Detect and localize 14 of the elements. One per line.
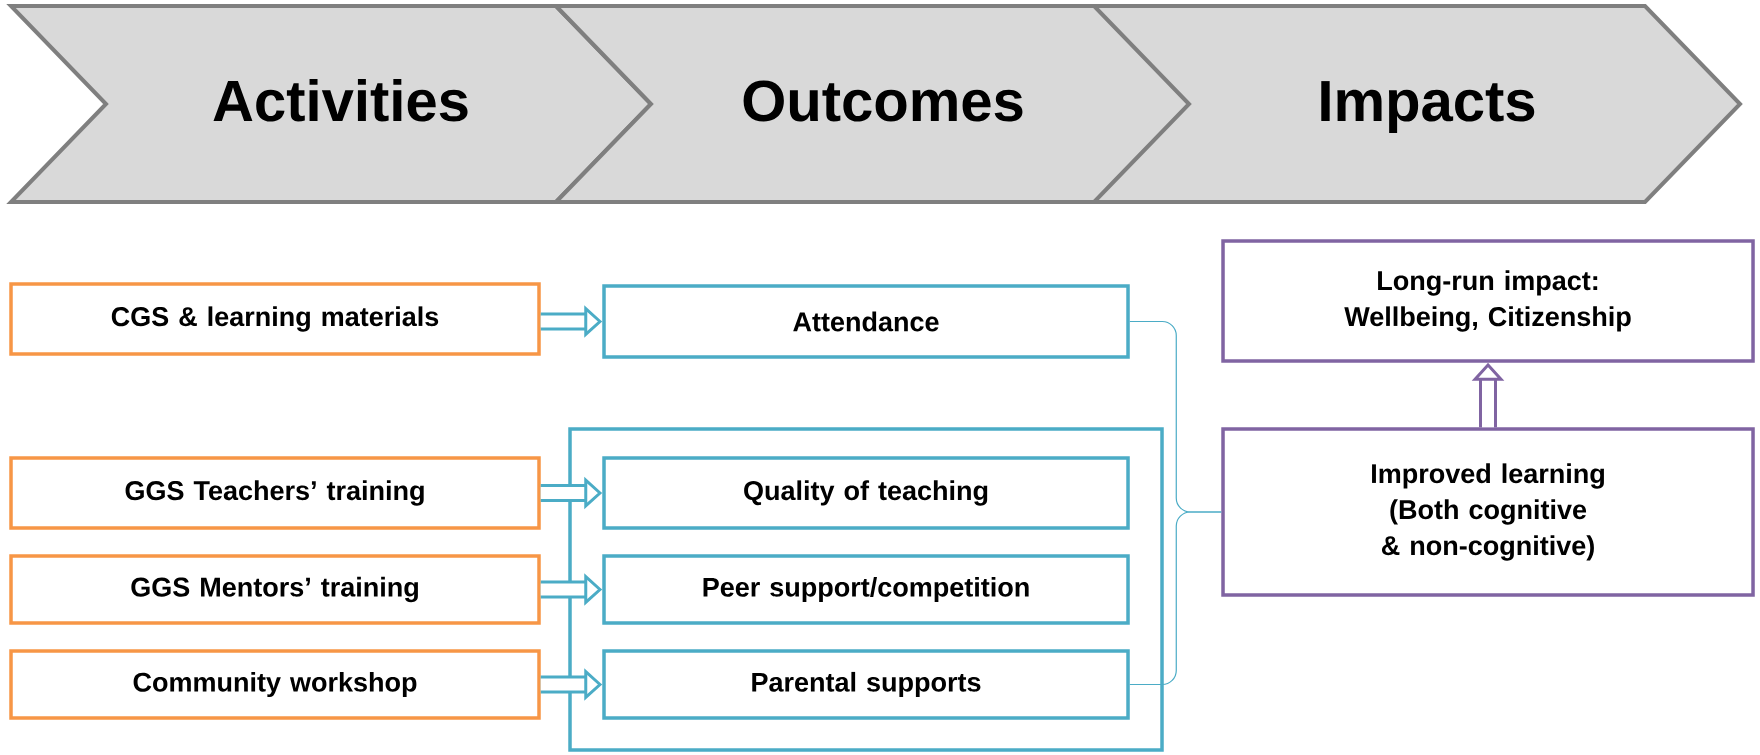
process-box: GGS Teachers’ training <box>9 456 541 530</box>
process-box: CGS & learning materials <box>9 282 541 356</box>
node-label: Impacts <box>1321 81 1535 134</box>
process-box: Community workshop <box>9 649 541 720</box>
process-box: Attendance <box>602 284 1130 359</box>
process-box: GGS Mentors’ training <box>9 554 541 625</box>
stage-banner: Activities <box>6 4 654 204</box>
group-box <box>568 427 1164 752</box>
process-box: Improved learning (Both cognitive & non-cognitive) <box>1221 427 1755 597</box>
process-box: Long-run impact: Wellbeing, Citizenship <box>1221 239 1755 363</box>
process-box: Parental supports <box>602 649 1130 720</box>
process-box: Peer support/competition <box>602 554 1130 625</box>
process-box: Quality of teaching <box>602 456 1130 530</box>
bracket-line <box>1129 511 1222 686</box>
